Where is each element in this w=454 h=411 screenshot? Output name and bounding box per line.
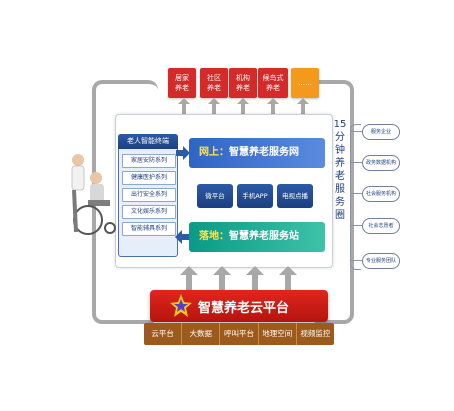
cloud-logo-icon <box>170 294 192 317</box>
channel-app: 手机APP <box>237 184 273 208</box>
partner-tick <box>350 260 362 261</box>
tile-institution-care: 机构养老 <box>229 68 257 98</box>
online-label: 智慧养老服务网 <box>229 147 299 158</box>
online-prefix: 网上： <box>199 147 229 158</box>
arrow-to-online <box>176 146 190 160</box>
partner-tick <box>350 131 362 132</box>
partner-bracket <box>350 124 361 270</box>
elderly-wheelchair-icon <box>71 154 116 235</box>
terminal-title: 老人智能终端 <box>118 134 178 149</box>
arrows-to-tiles <box>178 98 309 114</box>
partner-item: 专业服务团队 <box>362 253 400 269</box>
offline-service-band: 落地：智慧养老服务站 <box>189 222 325 252</box>
service-circle-label: 15分钟养老服务圈 <box>333 119 347 221</box>
terminal-item: 文化娱乐系列 <box>122 205 176 219</box>
partner-tick <box>350 162 362 163</box>
terminal-item: 智能辅具系列 <box>122 222 176 236</box>
arrows-cloud-to-panel <box>180 266 297 290</box>
service-item: 视频监控 <box>300 329 331 338</box>
tile-home-care: 居家养老 <box>168 68 196 98</box>
channel-wechat: 微平台 <box>197 184 233 208</box>
terminal-item: 家居安防系列 <box>122 154 176 168</box>
right-loop-connector <box>310 80 354 324</box>
channel-tv: 电视点播 <box>277 184 313 208</box>
service-item: 呼叫平台 <box>220 323 259 345</box>
partner-item: 服务企业 <box>362 124 400 140</box>
partner-item: 社会志愿者 <box>362 218 400 234</box>
service-bar: 云平台 大数据 呼叫平台 地理空间 视频监控 <box>144 323 334 345</box>
partner-tick <box>350 225 362 226</box>
offline-label: 智慧养老服务站 <box>229 231 299 242</box>
partner-tick <box>350 193 362 194</box>
tile-more: …… <box>291 68 319 98</box>
tile-migratory-care: 候鸟式养老 <box>258 68 288 98</box>
partner-item: 政务数据机构 <box>362 155 400 171</box>
terminal-item: 健康医护系列 <box>122 171 176 185</box>
service-item: 地理空间 <box>259 323 297 345</box>
arrow-from-offline <box>175 230 189 244</box>
online-service-band: 网上：智慧养老服务网 <box>189 138 325 168</box>
offline-prefix: 落地： <box>199 231 229 242</box>
service-item: 大数据 <box>182 323 221 345</box>
tile-community-care: 社区养老 <box>200 68 228 98</box>
partner-item: 社会服务机构 <box>362 186 400 202</box>
service-item: 云平台 <box>144 323 183 345</box>
terminal-item: 出行安全系列 <box>122 188 176 202</box>
cloud-platform-title: 智慧养老云平台 <box>198 301 290 316</box>
